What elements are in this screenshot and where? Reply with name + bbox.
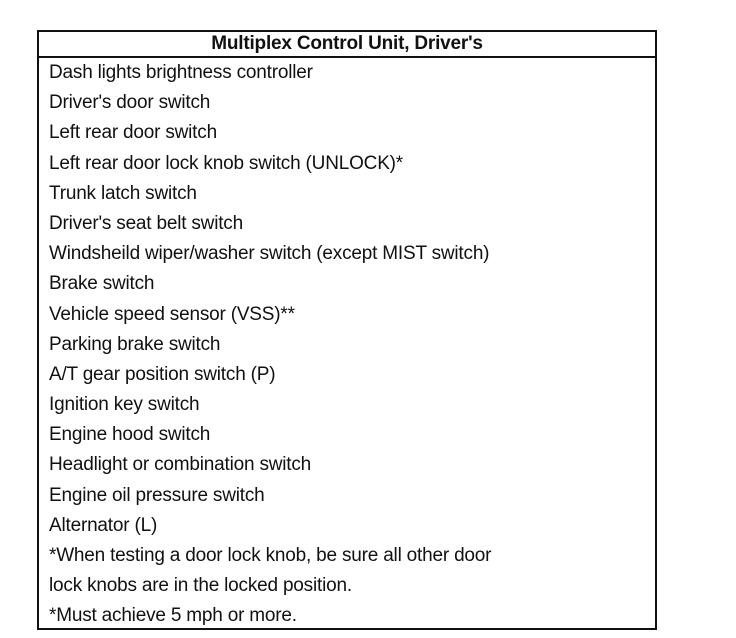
footnote-line: lock knobs are in the locked position. (49, 575, 352, 597)
list-item: A/T gear position switch (P) (49, 363, 276, 385)
list-item: Driver's door switch (49, 92, 211, 114)
list-item: Left rear door switch (49, 122, 217, 144)
footnote-line: *When testing a door lock knob, be sure … (49, 545, 492, 566)
list-item: Headlight or combination switch (49, 454, 312, 476)
footnote-line: *Must achieve 5 mph or more. (49, 605, 297, 627)
list-item: Brake switch (49, 273, 155, 295)
list-item: Parking brake switch (49, 333, 221, 355)
input-list: Dash lights brightness controller Driver… (39, 58, 655, 541)
list-item: Alternator (L) (49, 514, 158, 536)
table-title: Multiplex Control Unit, Driver's (39, 32, 655, 58)
footnotes: *When testing a door lock knob, be sure … (39, 541, 655, 632)
list-item: Ignition key switch (49, 394, 200, 416)
list-item: Left rear door lock knob switch (UNLOCK)… (49, 152, 403, 174)
list-item: Dash lights brightness controller (49, 62, 313, 83)
list-item: Engine hood switch (49, 424, 211, 446)
list-item: Vehicle speed sensor (VSS)** (49, 303, 295, 325)
list-item: Trunk latch switch (49, 182, 197, 204)
list-item: Engine oil pressure switch (49, 484, 265, 506)
list-item: Driver's seat belt switch (49, 212, 243, 234)
list-item: Windsheild wiper/washer switch (except M… (49, 243, 490, 265)
control-unit-table: Multiplex Control Unit, Driver's Dash li… (37, 30, 657, 630)
